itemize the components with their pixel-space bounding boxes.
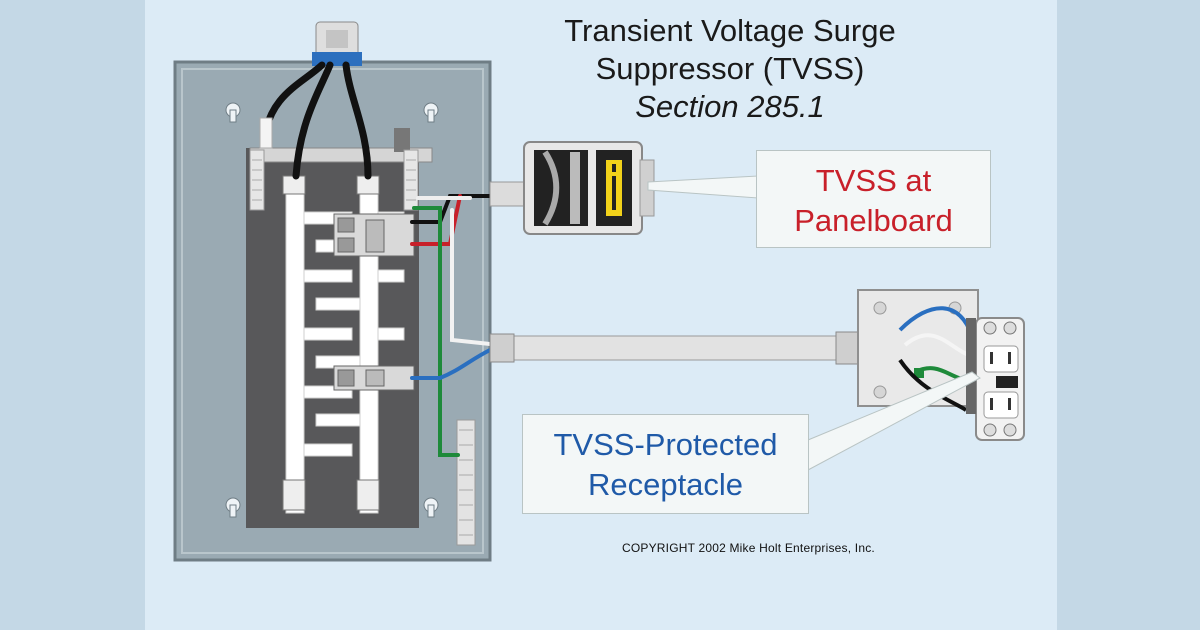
tvss-receptacle-callout: TVSS-Protected Receptacle <box>522 414 809 514</box>
circuit-breaker-icon <box>333 213 415 391</box>
diagram-title: Transient Voltage Surge Suppressor (TVSS… <box>520 12 940 126</box>
title-line-1: Transient Voltage Surge <box>564 13 896 48</box>
callout-panel-line-2: Panelboard <box>794 203 953 238</box>
copyright-notice: COPYRIGHT 2002 Mike Holt Enterprises, In… <box>622 541 875 555</box>
panelboard <box>173 60 492 562</box>
ground-bar <box>456 419 476 546</box>
tvss-panelboard-callout: TVSS at Panelboard <box>756 150 991 248</box>
duplex-receptacle-icon <box>966 317 1025 441</box>
callout-recept-line-2: Receptacle <box>587 467 744 502</box>
callout-panel-line-1: TVSS at <box>815 163 932 198</box>
callout-recept-line-1: TVSS-Protected <box>553 427 778 462</box>
title-section: Section 285.1 <box>635 89 825 124</box>
bus-bars <box>285 177 405 514</box>
surge-suppressor-icon <box>523 141 655 235</box>
tvss-conductors <box>410 194 527 457</box>
branch-conduit <box>489 331 861 365</box>
keyhole-icon <box>225 102 439 518</box>
title-line-2: Suppressor (TVSS) <box>595 51 865 86</box>
outlet-box <box>857 289 979 412</box>
tvss-conduit <box>489 181 529 207</box>
cable-connector-icon <box>312 21 362 66</box>
